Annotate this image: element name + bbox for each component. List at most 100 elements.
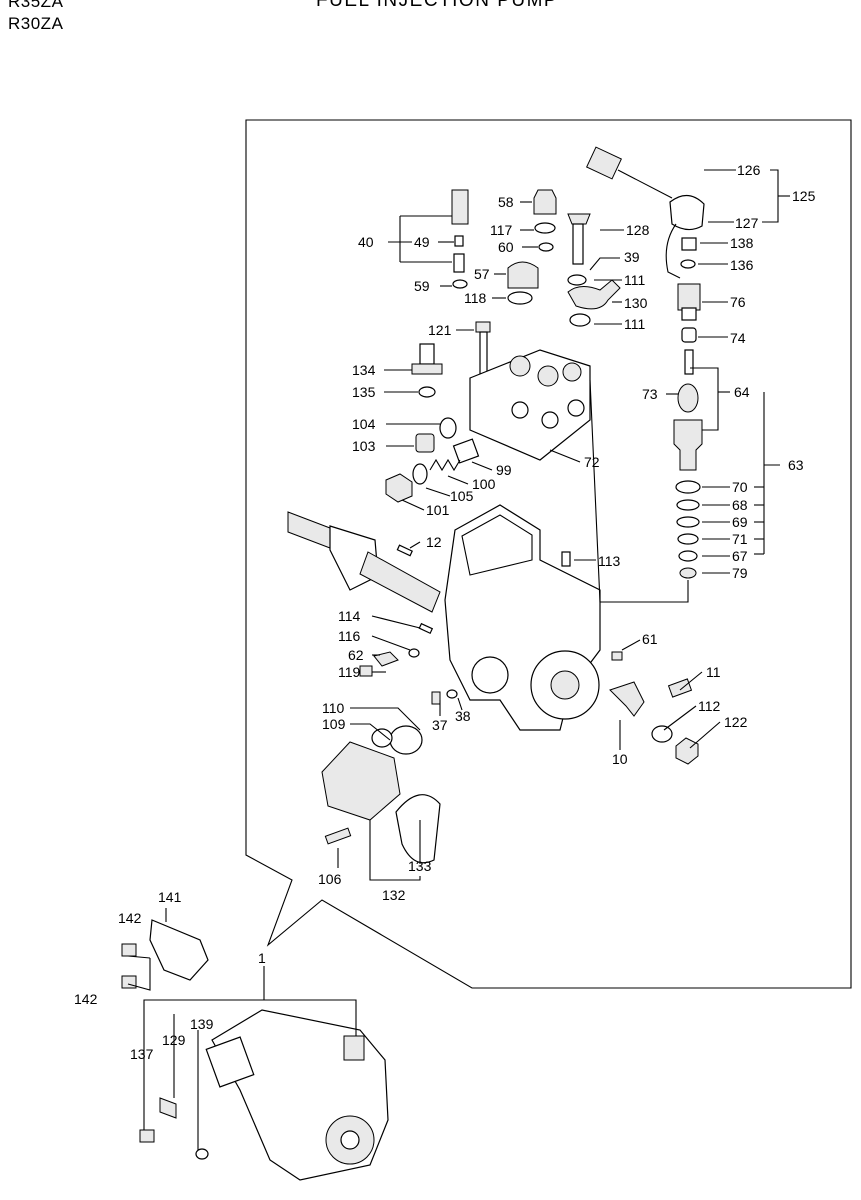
callout-74: 74 bbox=[730, 330, 746, 346]
callout-68: 68 bbox=[732, 497, 748, 513]
o-ring-part bbox=[195, 1148, 209, 1160]
o-ring-part bbox=[676, 516, 700, 528]
callout-62: 62 bbox=[348, 647, 364, 663]
callout-69: 69 bbox=[732, 514, 748, 530]
washer-part bbox=[651, 725, 673, 743]
bolt-part bbox=[121, 943, 137, 957]
spring-part bbox=[429, 458, 461, 472]
sensor-cable-part bbox=[585, 146, 705, 279]
o-ring-part bbox=[389, 725, 423, 755]
callout-137: 137 bbox=[130, 1046, 154, 1062]
bolt-part bbox=[324, 827, 352, 845]
nut-part bbox=[681, 237, 697, 251]
o-ring-part bbox=[412, 463, 428, 485]
callout-116: 116 bbox=[338, 628, 361, 644]
callout-104: 104 bbox=[352, 416, 376, 432]
callout-76: 76 bbox=[730, 294, 746, 310]
washer-part bbox=[679, 567, 697, 579]
callout-67: 67 bbox=[732, 548, 748, 564]
callout-38: 38 bbox=[455, 708, 471, 724]
bolt-part bbox=[567, 213, 591, 286]
sleeve-part bbox=[452, 438, 480, 464]
clamp-part bbox=[159, 1097, 177, 1119]
plug-part bbox=[415, 433, 435, 453]
callout-99: 99 bbox=[496, 462, 512, 478]
fitting-part bbox=[533, 189, 557, 252]
callout-139: 139 bbox=[190, 1016, 214, 1032]
callout-64: 64 bbox=[734, 384, 750, 400]
bracket-part bbox=[373, 651, 399, 667]
callout-113: 113 bbox=[598, 553, 621, 569]
o-ring-part bbox=[408, 648, 420, 658]
callout-138: 138 bbox=[730, 235, 754, 251]
o-ring-part bbox=[678, 550, 698, 562]
solenoid-part bbox=[677, 283, 701, 321]
callout-40: 40 bbox=[358, 234, 374, 250]
callout-58: 58 bbox=[498, 194, 514, 210]
callout-118: 118 bbox=[464, 290, 487, 306]
callout-129: 129 bbox=[162, 1032, 186, 1048]
pump-assembly-part bbox=[205, 1009, 389, 1181]
nut-part bbox=[675, 737, 699, 765]
fitting-part bbox=[411, 343, 443, 398]
plunger-part bbox=[681, 327, 697, 343]
callout-37: 37 bbox=[432, 717, 448, 733]
callout-101: 101 bbox=[426, 502, 450, 518]
callout-73: 73 bbox=[642, 386, 658, 402]
pin-part bbox=[561, 551, 571, 567]
callout-135: 135 bbox=[352, 384, 376, 400]
callout-49: 49 bbox=[414, 234, 430, 250]
model-code-line-1: R35ZA bbox=[8, 0, 64, 11]
callout-1: 1 bbox=[258, 950, 266, 966]
gasket-part bbox=[395, 794, 441, 864]
callout-142-upper: 142 bbox=[118, 910, 142, 926]
callout-109: 109 bbox=[322, 716, 346, 732]
screw-part bbox=[431, 691, 441, 705]
callout-39: 39 bbox=[624, 249, 640, 265]
callout-12: 12 bbox=[426, 534, 442, 550]
banjo-part bbox=[567, 279, 621, 327]
callout-142-lower: 142 bbox=[74, 991, 98, 1007]
callout-126: 126 bbox=[737, 162, 761, 178]
callout-71: 71 bbox=[732, 531, 748, 547]
callout-110: 110 bbox=[322, 700, 345, 716]
page-title: FUEL INJECTION PUMP bbox=[316, 0, 559, 11]
callout-134: 134 bbox=[352, 362, 376, 378]
callout-111-upper: 111 bbox=[624, 272, 645, 288]
callout-114: 114 bbox=[338, 608, 361, 624]
bolt-part bbox=[667, 678, 693, 698]
callout-60: 60 bbox=[498, 239, 514, 255]
callout-100: 100 bbox=[472, 476, 496, 492]
callout-103: 103 bbox=[352, 438, 376, 454]
o-ring-part bbox=[439, 417, 457, 439]
bolt-part bbox=[121, 975, 137, 989]
pump-housing-part bbox=[444, 504, 601, 731]
callout-117: 117 bbox=[490, 222, 513, 238]
callout-61: 61 bbox=[642, 631, 658, 647]
callout-112: 112 bbox=[698, 698, 721, 714]
drive-shaft-part bbox=[287, 511, 441, 613]
pump-head-part bbox=[469, 349, 591, 461]
callout-136: 136 bbox=[730, 257, 754, 273]
callout-141: 141 bbox=[158, 889, 182, 905]
callout-72: 72 bbox=[584, 454, 600, 470]
o-ring-part bbox=[675, 480, 701, 494]
callout-63: 63 bbox=[788, 457, 804, 473]
pin-part bbox=[418, 622, 434, 635]
callout-105: 105 bbox=[450, 488, 474, 504]
plug-part bbox=[385, 473, 413, 503]
delivery-valve-part bbox=[673, 349, 703, 471]
model-code-line-2: R30ZA bbox=[8, 14, 64, 33]
screw-part bbox=[451, 189, 469, 289]
bolt-part bbox=[475, 321, 491, 379]
callout-133: 133 bbox=[408, 858, 432, 874]
cover-part bbox=[321, 741, 401, 821]
lever-part bbox=[609, 681, 645, 717]
key-part bbox=[396, 544, 413, 557]
o-ring-part bbox=[676, 499, 700, 511]
callout-122: 122 bbox=[724, 714, 748, 730]
detail-frame bbox=[245, 119, 852, 989]
nut-part bbox=[611, 651, 623, 661]
callout-106: 106 bbox=[318, 871, 342, 887]
